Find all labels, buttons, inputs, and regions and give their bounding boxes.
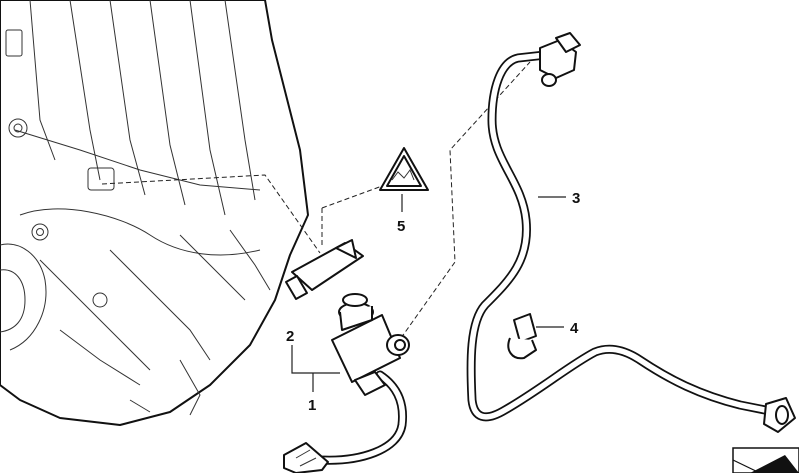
callout-5: 5 — [397, 218, 405, 235]
leader-lines — [291, 194, 566, 392]
callout-4: 4 — [570, 320, 579, 337]
fuel-hose — [466, 32, 796, 433]
hose-clip — [507, 313, 537, 360]
callout-2: 2 — [286, 328, 294, 345]
intake-manifold — [0, 0, 309, 426]
callout-1: 1 — [308, 397, 316, 414]
callout-3: 3 — [572, 190, 580, 207]
clamp-bracket — [285, 239, 364, 300]
valve-assembly — [283, 293, 410, 473]
page-corner-icon — [732, 447, 799, 473]
warning-triangle-icon — [379, 147, 429, 191]
